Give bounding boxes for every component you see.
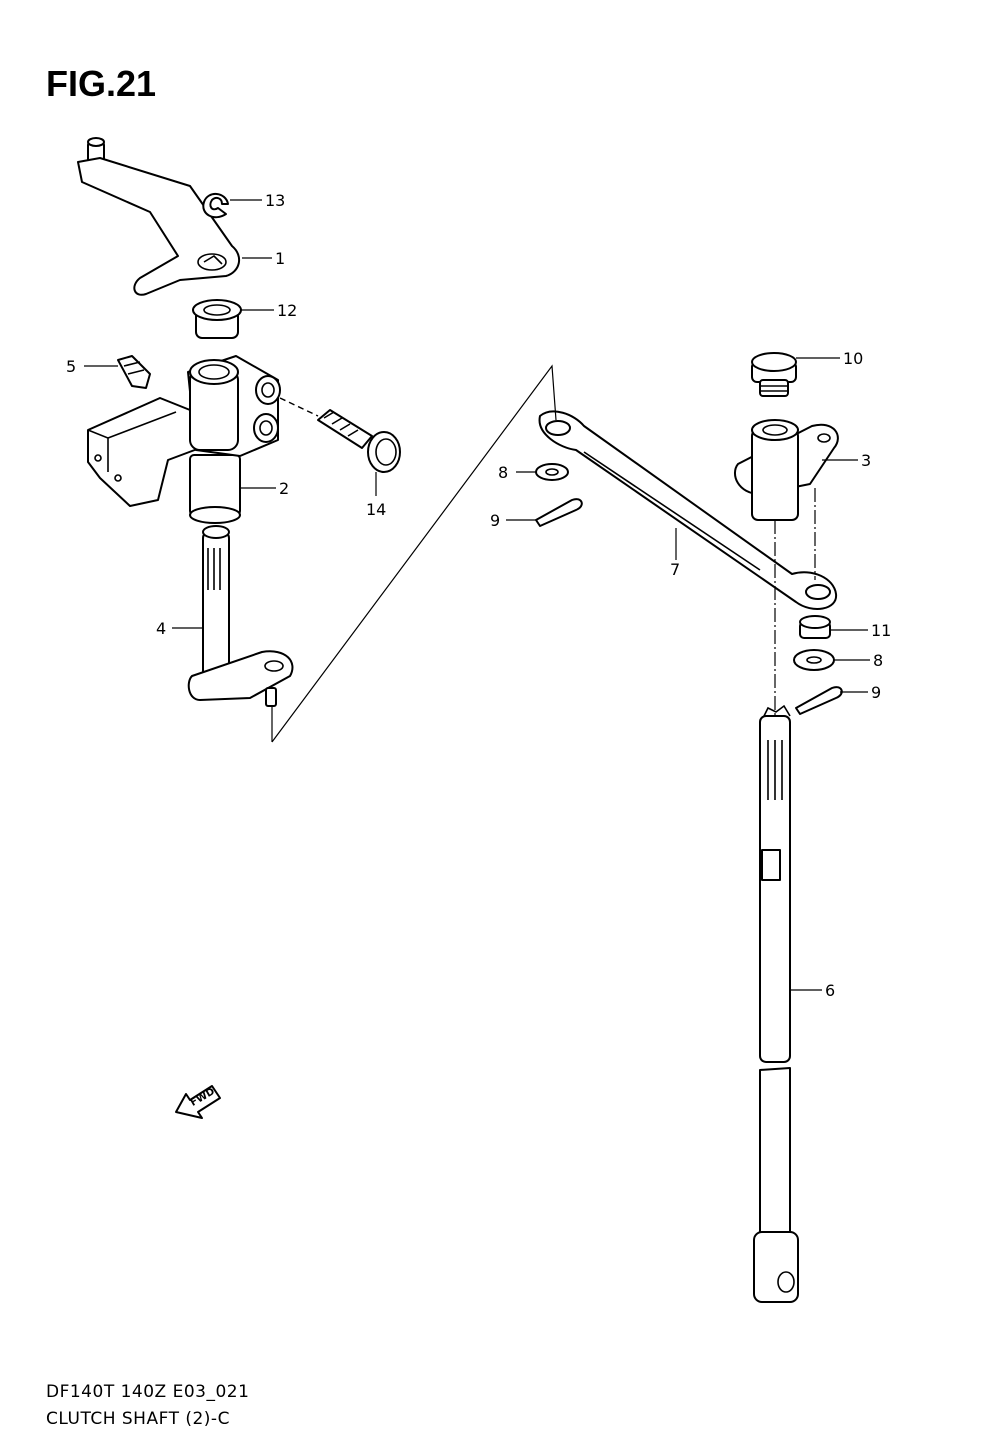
- callout-label: 1: [275, 249, 285, 268]
- part-1-clutch-lever: [77, 137, 241, 296]
- callout-label: 5: [66, 357, 76, 376]
- fwd-arrow-icon: FWD: [175, 1085, 221, 1119]
- callout-7: 7: [670, 528, 680, 579]
- part-5-grease-nipple: [117, 355, 151, 389]
- part-10-plug: [751, 352, 797, 397]
- callout-1: 1: [242, 249, 285, 268]
- callout-label: 9: [490, 511, 500, 530]
- part-12-bushing: [192, 299, 242, 339]
- part-8-washer-lower: [793, 649, 835, 671]
- part-11-bushing: [799, 615, 831, 639]
- callout-6: 6: [790, 981, 835, 1000]
- part-4-shift-shaft: [187, 525, 294, 707]
- callout-9-upper: 9: [490, 511, 536, 530]
- callout-label: 10: [843, 349, 863, 368]
- part-13-e-ring: [202, 193, 229, 219]
- callout-13: 13: [230, 191, 285, 210]
- callout-5: 5: [66, 357, 118, 376]
- callout-8-upper: 8: [498, 463, 536, 482]
- figure-code: DF140T 140Z E03_021: [46, 1382, 249, 1402]
- callout-label: 3: [861, 451, 871, 470]
- callout-2: 2: [240, 479, 289, 498]
- part-2-clutch-housing: [87, 355, 281, 524]
- part-3-shift-lever: [733, 419, 839, 521]
- callout-14: 14: [366, 472, 386, 519]
- callout-label: 12: [277, 301, 297, 320]
- part-14-bolt: [317, 409, 401, 473]
- callout-12: 12: [241, 301, 297, 320]
- callout-8-lower: 8: [834, 651, 883, 670]
- part-9-cotter-pin: [535, 498, 583, 527]
- figure-title: FIG.21: [46, 63, 156, 104]
- callout-label: 6: [825, 981, 835, 1000]
- callout-10: 10: [796, 349, 863, 368]
- callout-11: 11: [830, 621, 891, 640]
- figure-caption: CLUTCH SHAFT (2)-C: [46, 1409, 230, 1429]
- callout-9-lower: 9: [840, 683, 881, 702]
- callout-label: 13: [265, 191, 285, 210]
- connection-line: [271, 364, 557, 743]
- callout-3: 3: [822, 451, 871, 470]
- callout-label: 2: [279, 479, 289, 498]
- callout-label: 8: [873, 651, 883, 670]
- callout-label: 11: [871, 621, 891, 640]
- callout-label: 9: [871, 683, 881, 702]
- callout-label: 7: [670, 560, 680, 579]
- part-8-washer: [535, 463, 569, 481]
- callout-4: 4: [156, 619, 203, 638]
- callout-label: 4: [156, 619, 166, 638]
- part-7-link-rod: [538, 410, 838, 610]
- callout-label: 8: [498, 463, 508, 482]
- part-9-cotter-pin-lower: [795, 686, 843, 715]
- callout-label: 14: [366, 500, 386, 519]
- part-6-shift-rod: [753, 704, 799, 1303]
